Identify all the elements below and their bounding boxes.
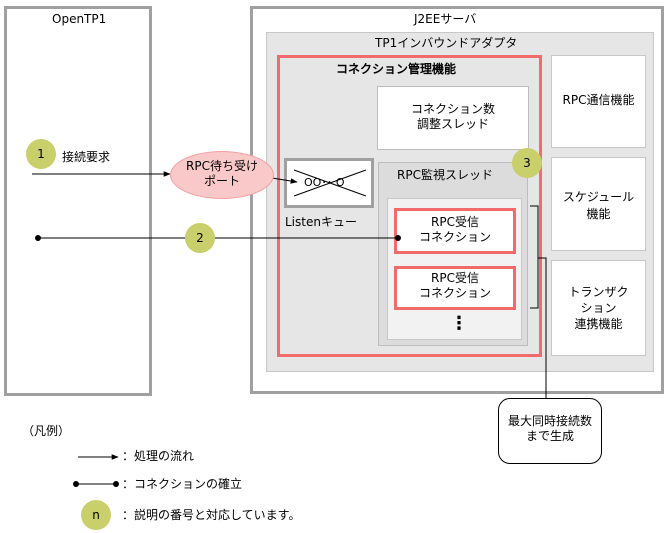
j2ee-server-title: J2EEサーバ: [414, 12, 477, 26]
queue-cross-line-2: [293, 169, 367, 197]
legend-flow-text: ：処理の流れ: [122, 449, 195, 463]
legend-connection-text: ：コネクションの確立: [122, 477, 243, 491]
transaction-function-label: トランザク ション 連携機能: [568, 285, 629, 331]
transaction-function-box: [551, 260, 646, 356]
connect-request-arrow-2: [271, 177, 298, 184]
max-connections-callout-label: 最大同時接続数 まで生成: [507, 414, 592, 443]
continuation-dots: ⋮: [450, 313, 468, 334]
legend-dot-end: [113, 481, 119, 487]
step-3-badge: 3: [512, 148, 542, 178]
rpc-receive-connection-2-label: RPC受信 コネクション: [418, 271, 491, 300]
rpc-monitor-thread-title: RPC監視スレッド: [397, 168, 493, 182]
legend-title: （凡例）: [22, 424, 71, 438]
schedule-function-box: [551, 157, 646, 251]
connection-bracket: [530, 205, 539, 309]
rpc-receive-connection-1-label: RPC受信 コネクション: [418, 215, 491, 244]
listen-queue-label: Listenキュー: [285, 215, 357, 229]
connection-end-dot: [395, 235, 401, 241]
opentp1-box: [4, 6, 152, 396]
listen-queue-contents: OO･･ O: [304, 176, 345, 189]
rpc-communication-function-label: RPC通信機能: [562, 93, 635, 107]
j2ee-server-box: [250, 6, 664, 394]
rpc-listen-port: [170, 151, 274, 199]
rpc-communication-function-box: [551, 55, 646, 148]
legend-number-badge: n: [81, 500, 111, 530]
inbound-adapter-title: TP1インバウンドアダプタ: [375, 36, 518, 50]
connect-request-label: 接続要求: [62, 150, 111, 164]
opentp1-title: OpenTP1: [52, 12, 107, 26]
legend-number-text: ：説明の番号と対応しています。: [122, 508, 301, 522]
rpc-listen-port-label: RPC待ち受け ポート: [186, 159, 258, 188]
connection-adjust-thread-label: コネクション数 調整スレッド: [410, 102, 495, 131]
rpc-receive-connection-1: [394, 208, 516, 254]
rpc-receive-connection-2: [394, 266, 516, 310]
callout-pointer-line: [538, 257, 547, 400]
connection-management-title: コネクション管理機能: [336, 62, 457, 76]
connection-adjust-thread-box: [377, 86, 529, 150]
max-connections-callout: [498, 398, 602, 464]
step-2-badge: 2: [185, 223, 215, 253]
step-1-badge: 1: [26, 139, 56, 169]
schedule-function-label: スケジュール 機能: [562, 190, 635, 221]
listen-queue-box: [284, 158, 374, 208]
